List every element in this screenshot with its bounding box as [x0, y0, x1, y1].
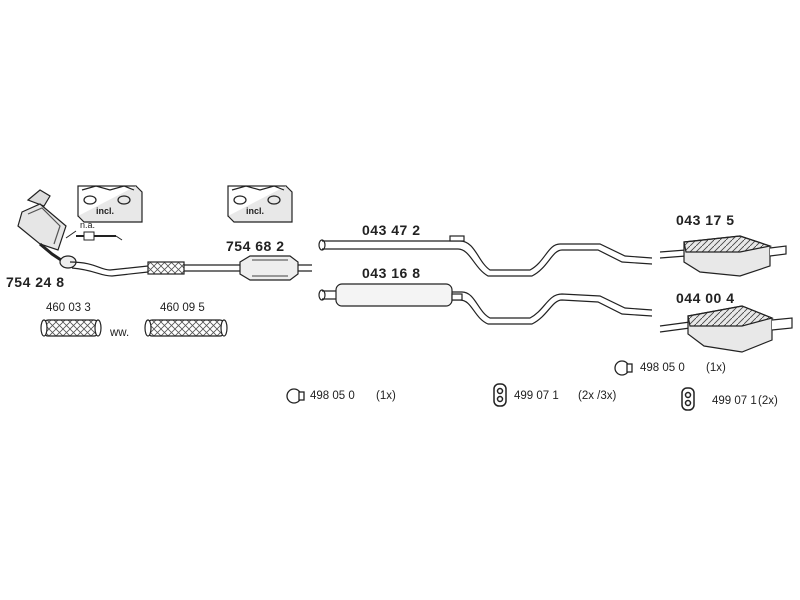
accessory-qty-1: (1x)	[376, 390, 396, 402]
part-number-pipe-upper: 043 47 2	[362, 222, 421, 238]
part-number-rear-lower: 044 00 4	[676, 290, 735, 306]
accessory-qty-4: (2x)	[758, 395, 778, 407]
rear-silencer-lower[interactable]	[659, 305, 793, 353]
lambda-sensor[interactable]	[65, 230, 123, 241]
part-number-rear-upper: 043 17 5	[676, 212, 735, 228]
intermediate-pipe-lower[interactable]	[318, 283, 653, 325]
rear-silencer-upper[interactable]	[659, 235, 787, 277]
incl-box-1	[77, 185, 143, 223]
accessory-number-1: 498 05 0	[310, 390, 355, 402]
front-pipe[interactable]	[69, 261, 240, 277]
accessory-qty-3: (1x)	[706, 362, 726, 374]
rubber-hanger-icon	[493, 383, 507, 407]
incl-label-1: incl.	[96, 206, 115, 216]
accessory-number-4: 499 07 1	[712, 395, 757, 407]
mid-catalytic-converter[interactable]	[239, 255, 312, 281]
rubber-hanger-icon	[681, 387, 695, 411]
part-number-flex-a: 460 03 3	[46, 302, 91, 314]
ww-label: ww.	[110, 327, 130, 339]
intermediate-pipe-upper[interactable]	[318, 235, 653, 277]
incl-label-2: incl.	[246, 206, 265, 216]
part-number-pipe-lower: 043 16 8	[362, 265, 421, 281]
flex-pipe-460-03-3[interactable]	[40, 319, 102, 337]
part-number-cat-front: 754 24 8	[6, 274, 65, 290]
accessory-number-2: 499 07 1	[514, 390, 559, 402]
front-catalytic-converter[interactable]	[17, 189, 77, 269]
flex-pipe-460-09-5[interactable]	[144, 319, 228, 337]
part-number-flex-b: 460 09 5	[160, 302, 205, 314]
clamp-ring-icon	[614, 360, 633, 376]
accessory-qty-2: (2x /3x)	[578, 390, 617, 402]
part-number-cat-mid: 754 68 2	[226, 238, 285, 254]
accessory-number-3: 498 05 0	[640, 362, 685, 374]
na-label: n.a.	[80, 220, 96, 230]
clamp-ring-icon	[286, 388, 305, 404]
incl-box-2	[227, 185, 293, 223]
